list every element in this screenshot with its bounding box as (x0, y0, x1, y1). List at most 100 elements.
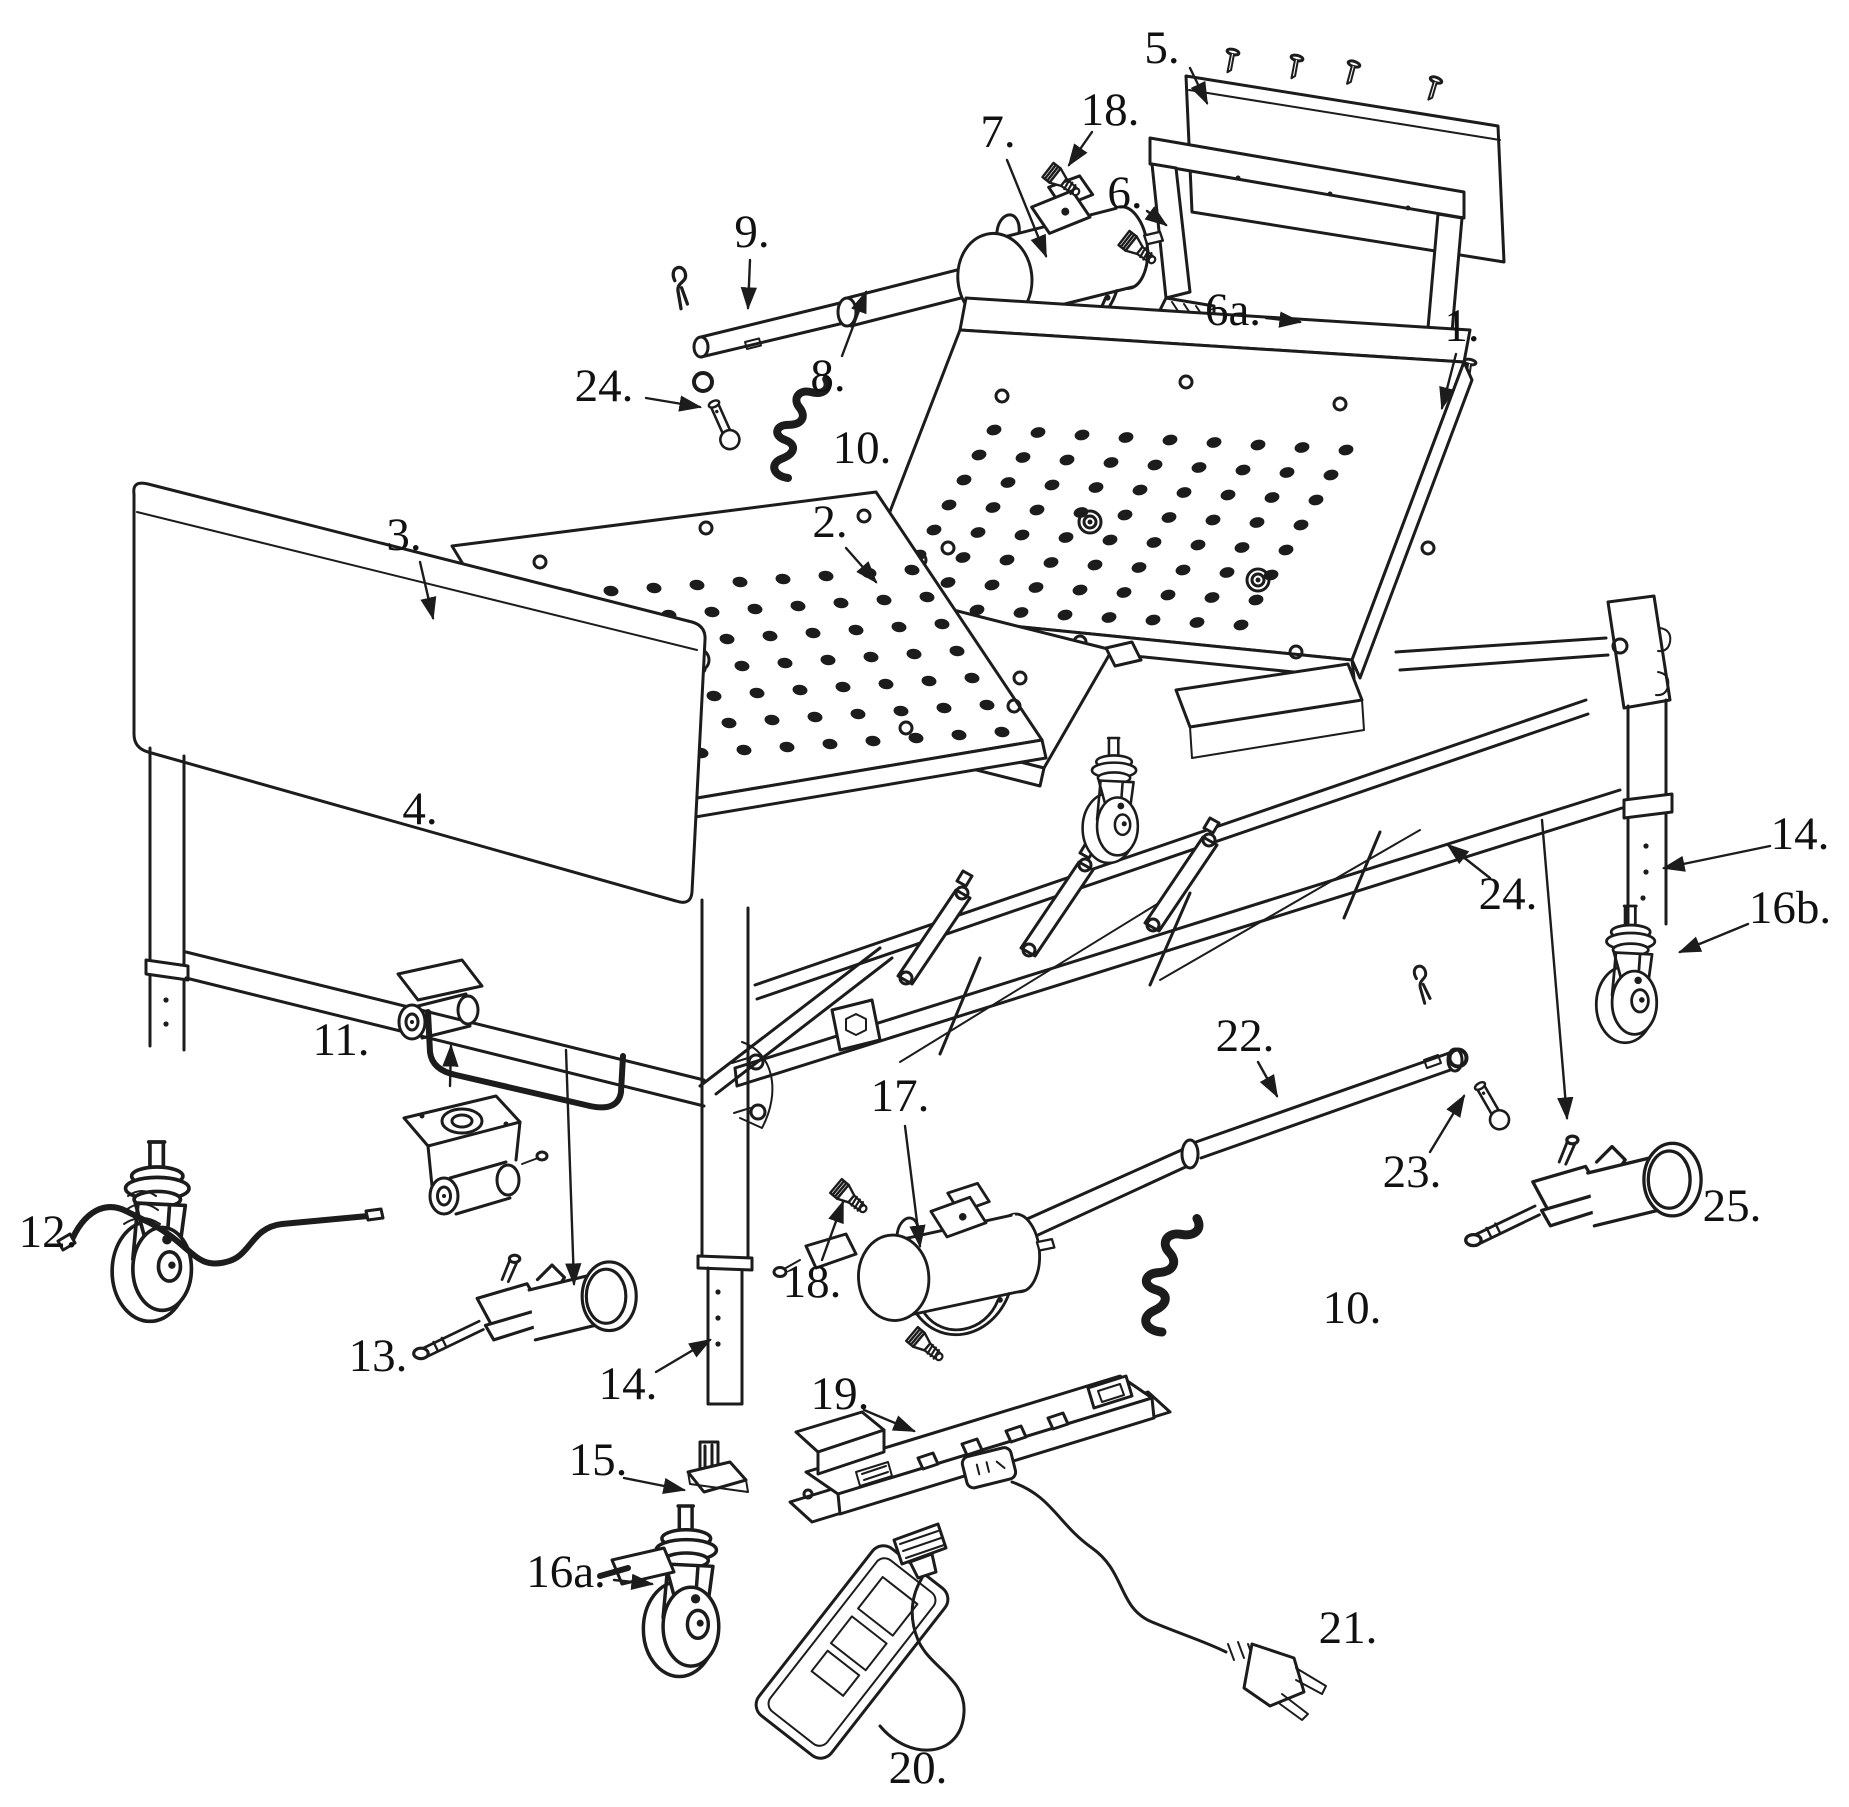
caster-12 (56, 1140, 385, 1324)
vent-hole (971, 449, 987, 461)
vent-hole (1308, 494, 1324, 506)
vent-hole (818, 570, 834, 582)
vent-hole (878, 678, 894, 690)
head-leg (1606, 594, 1674, 930)
vent-hole (848, 624, 864, 636)
vent-hole (1189, 617, 1205, 628)
callout-leader-18b (820, 1199, 845, 1262)
vent-hole (1013, 607, 1029, 618)
vent-hole (1116, 587, 1132, 598)
vent-hole (1323, 469, 1339, 481)
callout-label-10b: 10. (1323, 1282, 1382, 1334)
callout-label-25: 25. (1703, 1180, 1762, 1232)
vent-hole (1293, 519, 1309, 531)
screw-hole (1420, 540, 1436, 556)
vent-hole (984, 579, 1000, 591)
vent-hole (891, 621, 907, 633)
callout-label-6a: 6a. (1205, 284, 1261, 336)
vent-hole (940, 577, 956, 588)
vent-hole (689, 579, 705, 591)
vent-hole (1161, 512, 1177, 523)
callout-label-16b: 16b. (1749, 882, 1831, 934)
vent-hole (1074, 429, 1090, 441)
screw-hole (940, 540, 956, 556)
screw-hole (1332, 396, 1348, 412)
vent-hole (908, 732, 924, 744)
callout-label-18a: 18. (1081, 84, 1140, 136)
vent-hole (646, 582, 662, 594)
vent-hole (1160, 589, 1176, 601)
vent-hole (1014, 529, 1030, 541)
vent-hole (1028, 582, 1044, 593)
vent-hole (732, 576, 748, 588)
vent-hole (1072, 584, 1088, 596)
screw-hole (1006, 698, 1022, 714)
callout-leader-24a (644, 395, 703, 412)
callout-leader-6a (1264, 311, 1303, 328)
callout-leader-19 (862, 1408, 916, 1433)
vent-hole (1219, 567, 1235, 578)
retainer-ring (1447, 1047, 1469, 1069)
vent-hole (1058, 532, 1074, 543)
callout-leader-2 (844, 546, 878, 584)
callout-label-3: 3. (386, 509, 421, 561)
callout-leader-5 (1188, 66, 1209, 105)
callout-leader-6 (1144, 206, 1168, 227)
vent-hole (822, 738, 838, 750)
vent-hole (955, 552, 971, 563)
callout-leader-1 (1439, 352, 1458, 411)
vent-hole (876, 594, 892, 606)
vent-hole (1000, 477, 1016, 488)
vent-hole (865, 735, 881, 747)
vent-hole (1029, 504, 1045, 516)
vent-hole (979, 699, 995, 711)
vent-hole (1204, 592, 1220, 603)
vent-hole (1073, 507, 1089, 518)
callout-label-12: 12. (19, 1206, 78, 1258)
vent-hole (749, 687, 765, 699)
retainer-ring (692, 371, 714, 393)
vent-hole (904, 564, 920, 576)
leg-glide-15 (686, 1440, 749, 1494)
callout-label-22: 22. (1216, 1010, 1275, 1062)
callout-label-14b: 14. (599, 1358, 658, 1410)
callout-label-2: 2. (812, 496, 847, 548)
vent-hole (820, 654, 836, 666)
callout-leader-14a (1661, 844, 1772, 872)
vent-hole (919, 591, 935, 603)
callout-label-18b: 18. (783, 1256, 842, 1308)
roller-bracket-installed (396, 958, 484, 1041)
callout-leader-18a (1067, 130, 1094, 167)
vent-hole (1338, 444, 1354, 456)
screw-hole (1288, 644, 1304, 660)
vent-hole (1294, 442, 1310, 453)
vent-hole (1233, 619, 1249, 631)
callout-leader-9 (740, 258, 758, 311)
callout-label-16a: 16a. (526, 1546, 606, 1598)
callout-layer: 1.2.3.4.5.6.6a.7.8.9.10.10.11.12.13.14.1… (19, 22, 1832, 1794)
vent-hole (704, 606, 720, 618)
vent-hole (1030, 427, 1046, 438)
vent-hole (603, 585, 619, 597)
grommet (1077, 509, 1103, 535)
power-cord-21 (960, 1446, 1327, 1721)
callout-label-13: 13. (349, 1330, 408, 1382)
vent-hole (986, 424, 1002, 436)
screw-hole (856, 508, 872, 524)
vent-hole (1145, 614, 1161, 626)
vent-hole (921, 675, 937, 687)
vent-hole (790, 600, 806, 612)
vent-hole (1191, 462, 1207, 473)
callout-label-14a: 14. (1771, 808, 1830, 860)
grommet (1245, 567, 1271, 593)
screw-hole (1012, 670, 1028, 686)
vent-hole (721, 717, 737, 729)
callout-label-1: 1. (1444, 300, 1479, 352)
vent-hole (1103, 457, 1119, 468)
vent-hole (863, 651, 879, 663)
foot-actuator (772, 963, 1514, 1367)
vent-hole (736, 744, 752, 756)
